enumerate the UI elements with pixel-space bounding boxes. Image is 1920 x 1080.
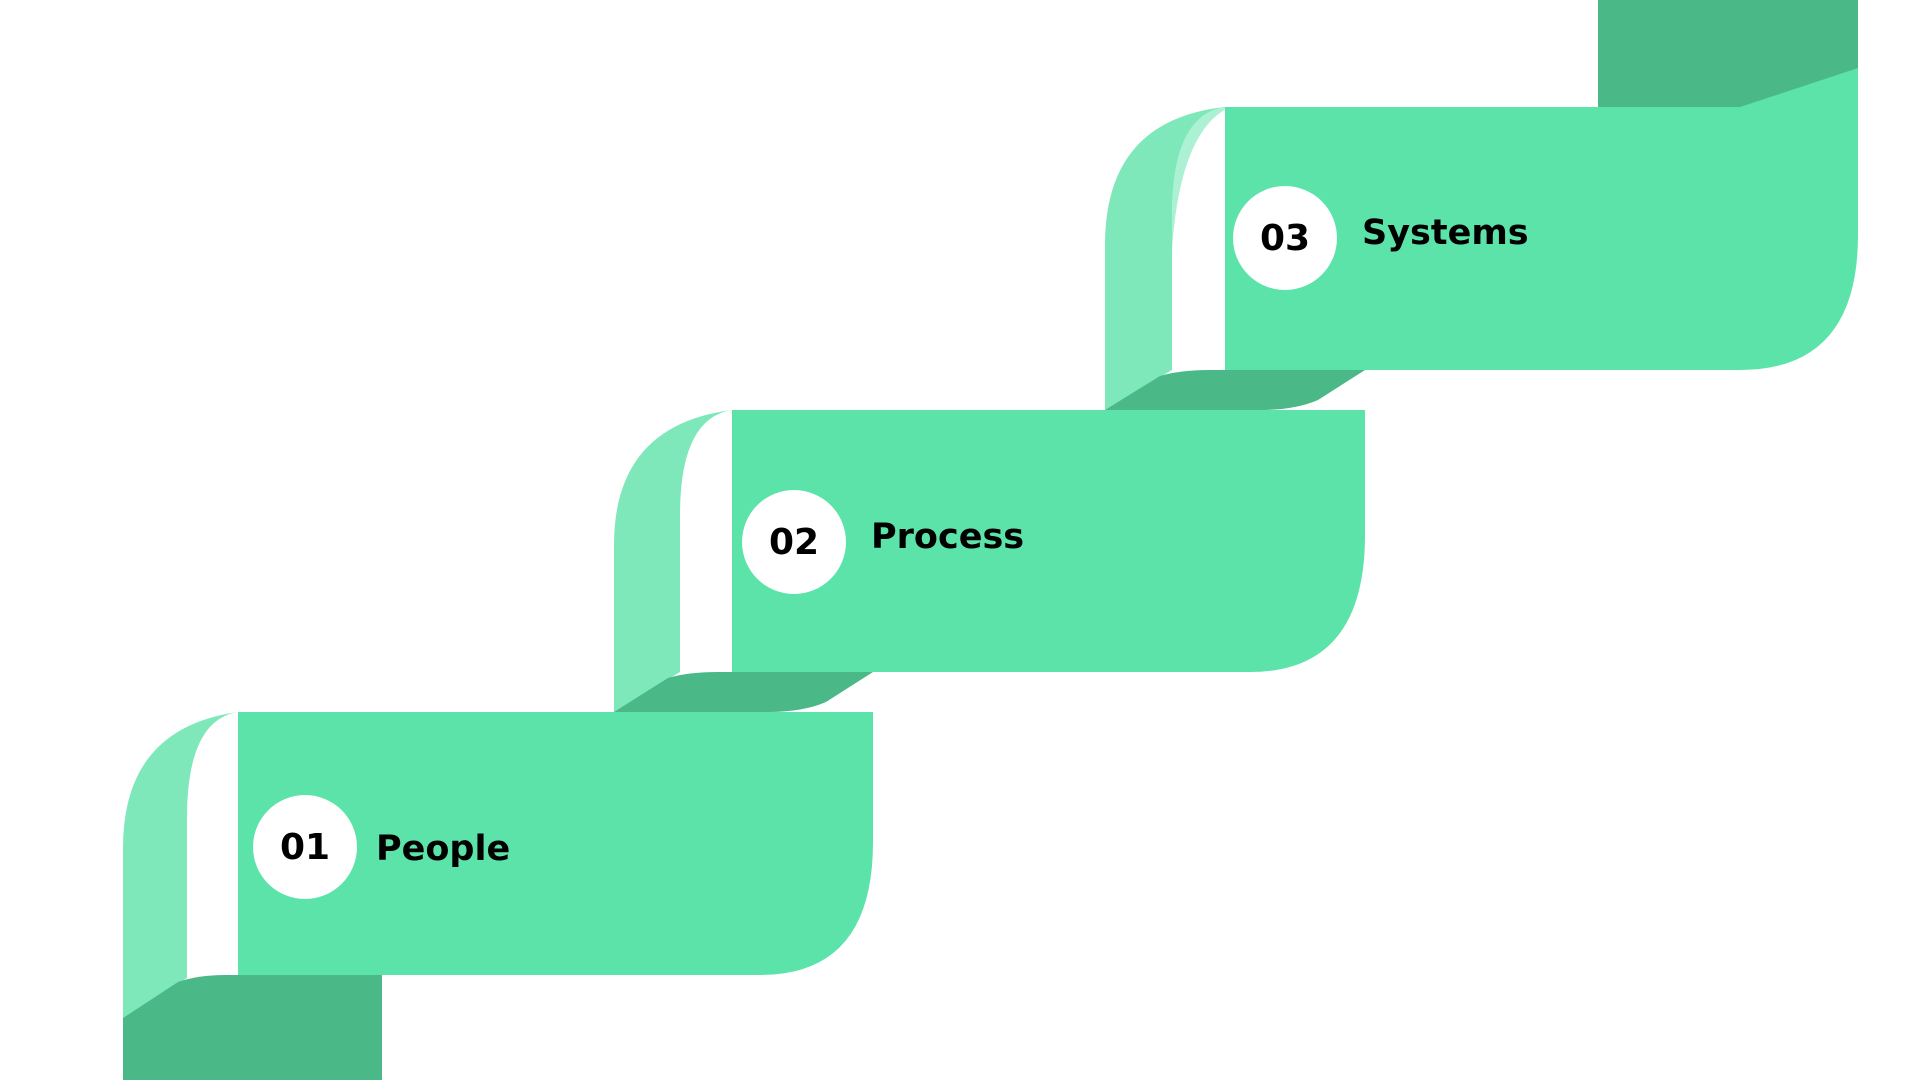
ribbon-bottom-tab: [123, 975, 382, 1080]
step-1-number-badge: 01: [253, 795, 357, 899]
step-3-label: Systems: [1362, 213, 1529, 253]
step-2-number-badge: 02: [742, 490, 846, 594]
ribbon-panel-step-1: [123, 712, 873, 1018]
step-1-number: 01: [279, 826, 331, 868]
ribbon-panel-step-3: [1105, 68, 1858, 410]
ribbon-fold-1-2: [614, 672, 873, 712]
step-2-number: 02: [768, 521, 820, 563]
step-2-label: Process: [871, 517, 1025, 557]
ribbon-panel-step-2: [614, 410, 1365, 712]
step-1-label: People: [376, 829, 511, 869]
step-3-number-badge: 03: [1233, 186, 1337, 290]
ribbon-fold-2-3: [1105, 370, 1365, 410]
step-3-number: 03: [1259, 217, 1311, 259]
